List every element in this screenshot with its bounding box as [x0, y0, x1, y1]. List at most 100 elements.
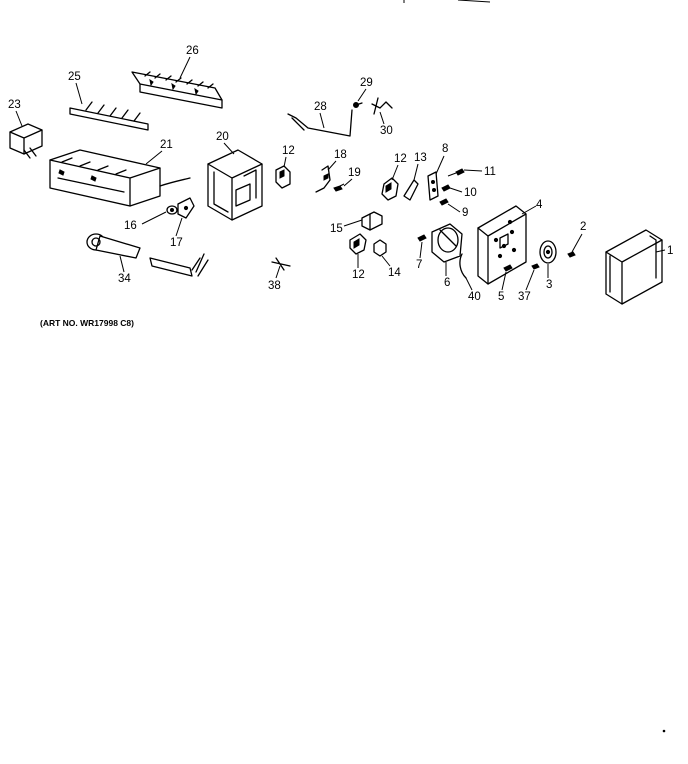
leader-2: [571, 233, 583, 253]
part-15-thermostat: [361, 211, 383, 231]
part-1-front-cover: [605, 229, 663, 305]
callout-1: 1: [667, 245, 673, 257]
callout-6: 6: [444, 277, 450, 289]
callout-5: 5: [498, 291, 504, 303]
callout-8: 8: [442, 143, 448, 155]
part-25-ejector: [69, 101, 149, 131]
leader-21: [145, 150, 163, 165]
leader-11: [463, 169, 483, 172]
part-10-screw: [441, 184, 451, 192]
part-2-screw: [567, 251, 576, 258]
callout-26: 26: [186, 45, 199, 57]
leader-30: [379, 111, 385, 125]
part-13-cam: [403, 179, 419, 201]
leader-19: [343, 178, 353, 187]
leader-13: [413, 163, 419, 181]
part-23-motor: [9, 123, 43, 159]
callout-19: 19: [348, 167, 361, 179]
part-17-thermostat-clip: [177, 197, 195, 219]
part-12-clip-top: [275, 165, 291, 189]
part-34-fill-cup: [86, 233, 141, 259]
part-4-mounting-plate: [477, 205, 527, 285]
art-number-caption: (ART NO. WR17998 C8): [40, 318, 134, 328]
leader-20: [223, 142, 235, 155]
callout-12-low: 12: [352, 269, 365, 281]
leader-29: [357, 88, 367, 102]
leader-38: [275, 265, 281, 279]
callout-28: 28: [314, 101, 327, 113]
callout-12-mid: 12: [394, 153, 407, 165]
leader-7: [419, 241, 423, 259]
callout-16: 16: [124, 220, 137, 232]
part-5-screw: [503, 264, 513, 272]
callout-29: 29: [360, 77, 373, 89]
leader-25: [75, 82, 83, 105]
leader-17: [175, 217, 183, 237]
part-29-bearing: [353, 102, 363, 108]
leader-9: [447, 203, 461, 213]
callout-20: 20: [216, 131, 229, 143]
leader-34: [119, 255, 125, 273]
callout-37: 37: [518, 291, 531, 303]
part-38-wire-tie: [271, 257, 291, 271]
part-28-feeler-arm: [287, 109, 353, 137]
leader-37: [525, 269, 535, 291]
callout-9: 9: [462, 207, 468, 219]
leader-10: [449, 187, 463, 193]
part-20-housing: [207, 149, 263, 221]
part-30-spring: [371, 97, 393, 115]
part-37-nut: [531, 263, 540, 270]
part-3-timing-gear: [539, 240, 557, 264]
callout-21: 21: [160, 139, 173, 151]
callout-10: 10: [464, 187, 477, 199]
part-12-clip-low: [349, 233, 367, 255]
leader-28: [319, 112, 325, 129]
leader-4: [521, 205, 537, 215]
callout-18: 18: [334, 149, 347, 161]
callout-7: 7: [416, 259, 422, 271]
callout-11: 11: [484, 166, 496, 178]
callout-12-top: 12: [282, 145, 295, 157]
part-7-screw: [417, 234, 427, 242]
leader-18: [327, 160, 337, 171]
leader-5: [501, 271, 507, 291]
callout-40: 40: [468, 291, 481, 303]
callout-23: 23: [8, 99, 21, 111]
callout-17: 17: [170, 237, 183, 249]
corner-dot: [662, 729, 666, 733]
callout-38: 38: [268, 280, 281, 292]
part-8-switch: [427, 171, 439, 201]
part-12-clip-mid: [381, 177, 399, 201]
part-19-screw: [333, 183, 345, 192]
leader-16: [141, 211, 167, 225]
part-16-nut: [166, 205, 178, 215]
part-26-ejector-rail: [131, 71, 223, 109]
leader-8: [435, 155, 445, 175]
part-9-screw: [439, 198, 449, 206]
callout-4: 4: [536, 199, 543, 211]
leader-40: [465, 277, 473, 291]
leader-12-top: [283, 156, 287, 168]
part-40-wire-clip: [459, 253, 467, 279]
leader-14: [381, 255, 391, 267]
callout-25: 25: [68, 71, 81, 83]
callout-30: 30: [380, 125, 393, 137]
leader-15: [343, 219, 363, 227]
leader-12-mid: [391, 164, 399, 181]
part-6-gear-motor: [431, 223, 463, 263]
callout-3: 3: [546, 279, 552, 291]
part-21-mold-heater: [49, 149, 191, 207]
callout-34: 34: [118, 273, 131, 285]
part-11-screw: [447, 168, 465, 177]
leader-1: [655, 249, 666, 253]
top-edge-marks: [403, 0, 491, 3]
callout-15: 15: [330, 223, 343, 235]
callout-13: 13: [414, 152, 427, 164]
part-wiring-harness: [149, 253, 209, 277]
callout-14: 14: [388, 267, 401, 279]
leader-26: [179, 56, 191, 79]
part-14-bushing: [373, 239, 387, 257]
callout-2: 2: [580, 221, 586, 233]
part-18-lever: [315, 165, 331, 193]
